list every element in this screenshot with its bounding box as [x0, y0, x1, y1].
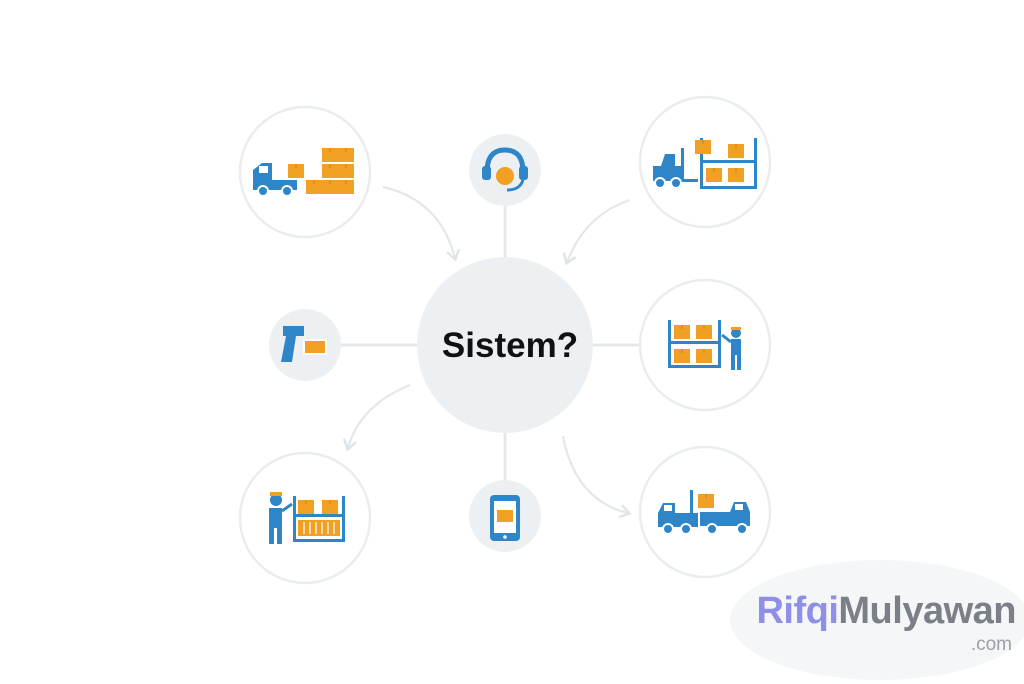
- delivery-truck-icon: [658, 490, 750, 535]
- barcode-scanner-icon: [281, 326, 327, 362]
- arrow-to-outbound-truck: [561, 435, 632, 519]
- curved-arrows: [342, 185, 632, 519]
- center-circle: [417, 257, 593, 433]
- watermark-brand-part2: Mulyawan: [838, 590, 1016, 632]
- truck-with-boxes-icon: [253, 147, 355, 197]
- arrow-to-picking: [342, 383, 411, 452]
- arrow-from-forklift: [562, 198, 631, 266]
- mobile-phone-icon: [490, 495, 520, 541]
- forklift-icon: [653, 138, 757, 189]
- arrow-from-inbound-truck: [382, 185, 461, 262]
- node-storage: [638, 278, 772, 412]
- center-label: Sistem?: [441, 326, 579, 365]
- watermark-brand: RifqiMulyawan: [756, 590, 1016, 633]
- connectors: [340, 205, 640, 488]
- watermark-brand-part1: Rifqi: [756, 590, 839, 632]
- headset-icon: [482, 147, 528, 192]
- node-picking: [238, 451, 372, 585]
- picking-worker-icon: [269, 492, 345, 544]
- watermark: RifqiMulyawan .com: [716, 590, 1016, 660]
- warehouse-worker-icon: [668, 320, 741, 370]
- watermark-backdrop: [730, 560, 1024, 680]
- watermark-tld: .com: [970, 634, 1012, 655]
- node-inbound-truck: [238, 105, 372, 239]
